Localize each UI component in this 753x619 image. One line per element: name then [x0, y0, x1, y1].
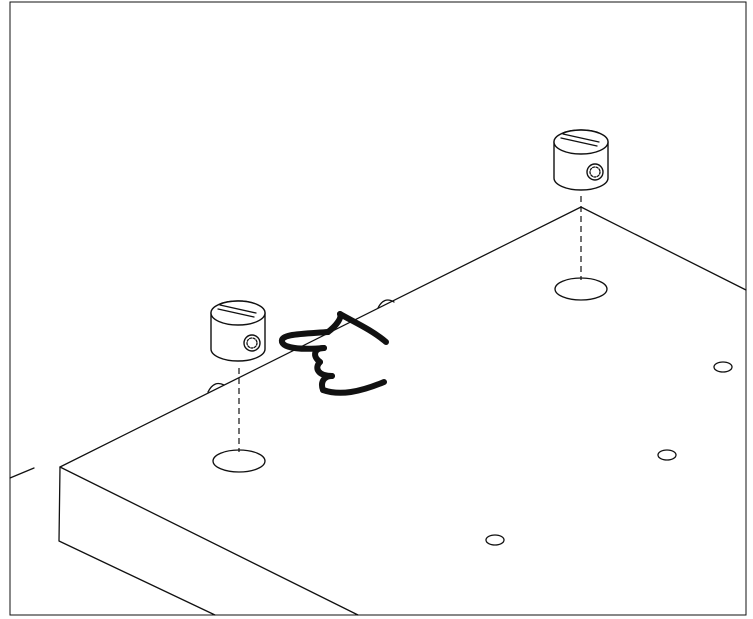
panel-front-face — [58, 466, 216, 616]
dowel-hole-3 — [485, 534, 505, 546]
edge-dowel-left — [207, 382, 225, 393]
panel-left-stub — [9, 467, 35, 479]
cam-nut-right — [553, 129, 609, 191]
dowel-hole-1 — [713, 361, 733, 373]
cam-hole-right — [554, 277, 608, 301]
cam-hole-left — [212, 449, 266, 473]
edge-dowel-center — [377, 299, 395, 309]
dowel-hole-2 — [657, 449, 677, 461]
cam-nut-left — [210, 300, 266, 362]
diagram-frame — [9, 1, 747, 616]
pointing-hand-icon — [279, 311, 389, 396]
panel-front-top-edge — [59, 466, 359, 616]
panel-top-edges — [59, 206, 747, 468]
wooden-panel — [9, 206, 747, 616]
